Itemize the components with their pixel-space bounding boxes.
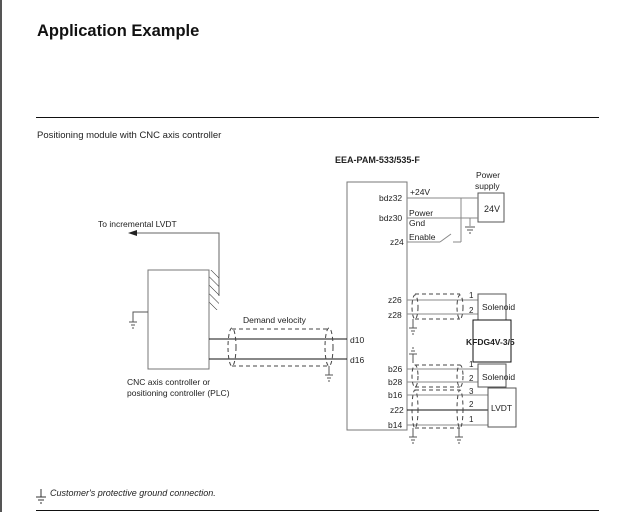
ground-icon xyxy=(36,489,46,504)
solenoid-a-wires xyxy=(407,299,478,315)
lvdt-terminal-2: 2 xyxy=(469,400,474,409)
solenoid-b-lvdt-wires xyxy=(407,368,488,426)
signal-gnd: Gnd xyxy=(409,218,425,228)
bottom-divider xyxy=(36,510,599,511)
pin-d16: d16 xyxy=(350,355,364,365)
ground-symbol-sb-top xyxy=(409,347,417,363)
connector-hatch xyxy=(209,270,219,310)
page-title: Application Example xyxy=(37,22,200,40)
shield-solenoid-b xyxy=(411,364,464,388)
controller-label-1: CNC axis controller or xyxy=(127,377,210,387)
controller-label-2: positioning controller (PLC) xyxy=(127,388,230,398)
signal-plus24v: +24V xyxy=(410,187,430,197)
solenoid-b-box xyxy=(477,363,507,388)
lvdt-feedback-line xyxy=(133,232,220,296)
pin-b16: b16 xyxy=(388,390,402,400)
module-box xyxy=(346,181,408,431)
sol-b-terminal-1: 1 xyxy=(469,360,474,369)
ground-symbol-dv xyxy=(325,366,333,382)
lvdt-terminal-3: 3 xyxy=(469,387,474,396)
pin-z26: z26 xyxy=(388,295,402,305)
top-divider xyxy=(36,117,599,118)
pin-b14: b14 xyxy=(388,420,402,430)
pin-b26: b26 xyxy=(388,364,402,374)
page-left-border xyxy=(0,0,2,512)
diagram-caption: Positioning module with CNC axis control… xyxy=(37,130,222,141)
solenoid-a-label: Solenoid xyxy=(482,302,515,312)
power-supply-label-2: supply xyxy=(475,181,500,191)
ground-symbol-sa xyxy=(409,319,417,335)
shield-demand-velocity xyxy=(227,327,334,367)
lvdt-terminal-1: 1 xyxy=(469,415,474,424)
ground-symbol-controller xyxy=(129,311,148,329)
lvdt-label: LVDT xyxy=(491,403,512,413)
demand-velocity-label: Demand velocity xyxy=(243,315,307,325)
sol-b-terminal-2: 2 xyxy=(469,374,474,383)
pin-z22: z22 xyxy=(390,405,404,415)
pin-z28: z28 xyxy=(388,310,402,320)
shield-lvdt xyxy=(411,389,464,429)
pin-z24: z24 xyxy=(390,237,404,247)
shield-solenoid-a xyxy=(411,293,464,320)
controller-box xyxy=(147,269,210,370)
pin-d10: d10 xyxy=(350,335,364,345)
demand-velocity-wires xyxy=(209,338,347,360)
pin-bdz30: bdz30 xyxy=(379,213,402,223)
valve-box xyxy=(472,319,512,363)
sol-a-terminal-1: 1 xyxy=(469,291,474,300)
arrow-left-icon xyxy=(128,230,137,236)
ground-symbols-lvdt xyxy=(409,428,463,444)
signal-power: Power xyxy=(409,208,433,218)
power-supply-box xyxy=(477,192,505,223)
module-label: EEA-PAM-533/535-F xyxy=(335,155,420,165)
valve-label: KFDG4V-3/5 xyxy=(466,337,515,347)
lvdt-arrow-label: To incremental LVDT xyxy=(98,219,177,229)
power-wiring xyxy=(407,197,478,243)
sol-a-terminal-2: 2 xyxy=(469,306,474,315)
signal-enable: Enable xyxy=(409,232,436,242)
solenoid-b-label: Solenoid xyxy=(482,372,515,382)
ground-symbol-power xyxy=(465,226,475,234)
power-supply-voltage: 24V xyxy=(484,204,500,214)
lvdt-box xyxy=(487,387,517,428)
pin-b28: b28 xyxy=(388,377,402,387)
power-supply-label-1: Power xyxy=(476,170,500,180)
pin-bdz32: bdz32 xyxy=(379,193,402,203)
footnote: Customer's protective ground connection. xyxy=(50,488,216,498)
